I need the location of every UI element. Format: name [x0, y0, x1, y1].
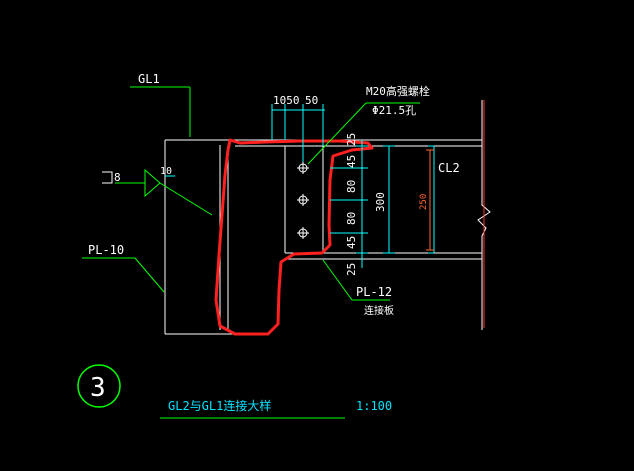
label-pl10: PL-10	[88, 243, 124, 257]
detail-scale: 1:100	[356, 399, 392, 413]
beam-outline	[164, 100, 491, 335]
dim-25-top: 25	[345, 133, 358, 146]
dimension-lines	[165, 104, 435, 268]
weld-size: 8	[114, 171, 121, 184]
bolt-holes	[297, 162, 309, 239]
detail-circle	[77, 364, 121, 408]
weld-box-icon	[102, 171, 113, 184]
detail-number: 3	[90, 373, 106, 403]
leader-lines	[82, 86, 420, 301]
weld-ref: 10	[160, 166, 172, 177]
dim-45-bot: 45	[345, 236, 358, 249]
detail-title: GL2与GL1连接大样	[168, 398, 271, 413]
dimension-250	[426, 149, 434, 251]
label-bolt: M20高强螺栓	[366, 84, 430, 98]
dim-250: 250	[419, 194, 429, 210]
dim-50: 50	[305, 94, 318, 107]
label-pl12: PL-12	[356, 285, 392, 299]
dim-80-b: 80	[345, 212, 358, 225]
label-gl1: GL1	[138, 72, 160, 86]
dim-25-bot: 25	[345, 263, 358, 276]
dim-45-top: 45	[345, 155, 358, 168]
dim-300: 300	[374, 192, 387, 212]
label-cl2: CL2	[438, 161, 460, 175]
label-pl12-sub: 连接板	[364, 304, 394, 317]
markup-outline	[214, 138, 374, 336]
dim-80-a: 80	[345, 180, 358, 193]
dim-1050: 1050	[273, 94, 300, 107]
label-hole: Φ21.5孔	[372, 104, 416, 117]
